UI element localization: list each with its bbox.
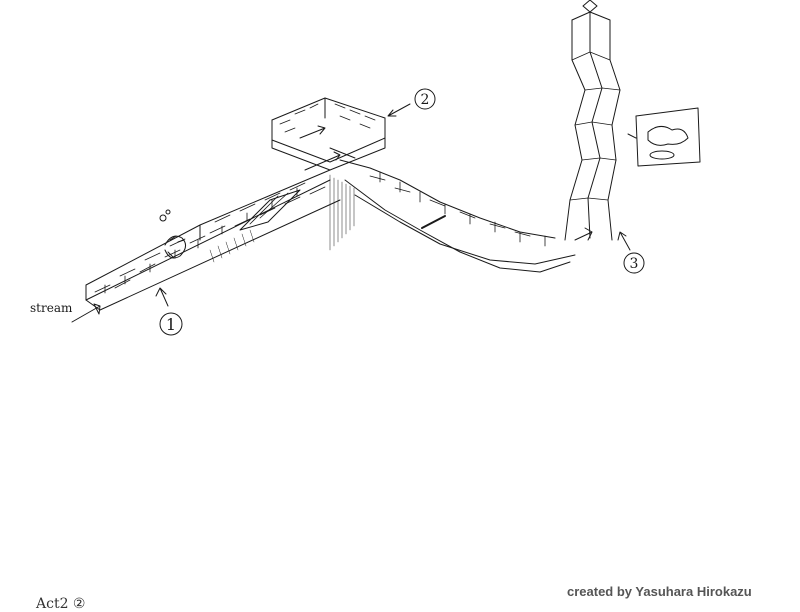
marker-1-label: 1 [166, 315, 176, 334]
character-callout-box [627, 107, 701, 167]
marker-1: 1 [155, 287, 183, 336]
corner-note: Act2 ② [36, 596, 86, 612]
marker-2: 2 [387, 88, 436, 117]
stream-label: stream [30, 301, 73, 315]
marker-2-label: 2 [421, 92, 430, 108]
marker-3: 3 [617, 231, 645, 274]
vertical-tube [564, 0, 621, 241]
credit-text: created by Yasuhara Hirokazu [567, 584, 752, 599]
upper-platform [271, 97, 386, 251]
marker-3-label: 3 [630, 256, 639, 272]
character-doodle [159, 209, 186, 259]
right-channel [339, 159, 576, 273]
stream-indicator: stream [30, 301, 101, 323]
lower-channel [85, 169, 341, 311]
